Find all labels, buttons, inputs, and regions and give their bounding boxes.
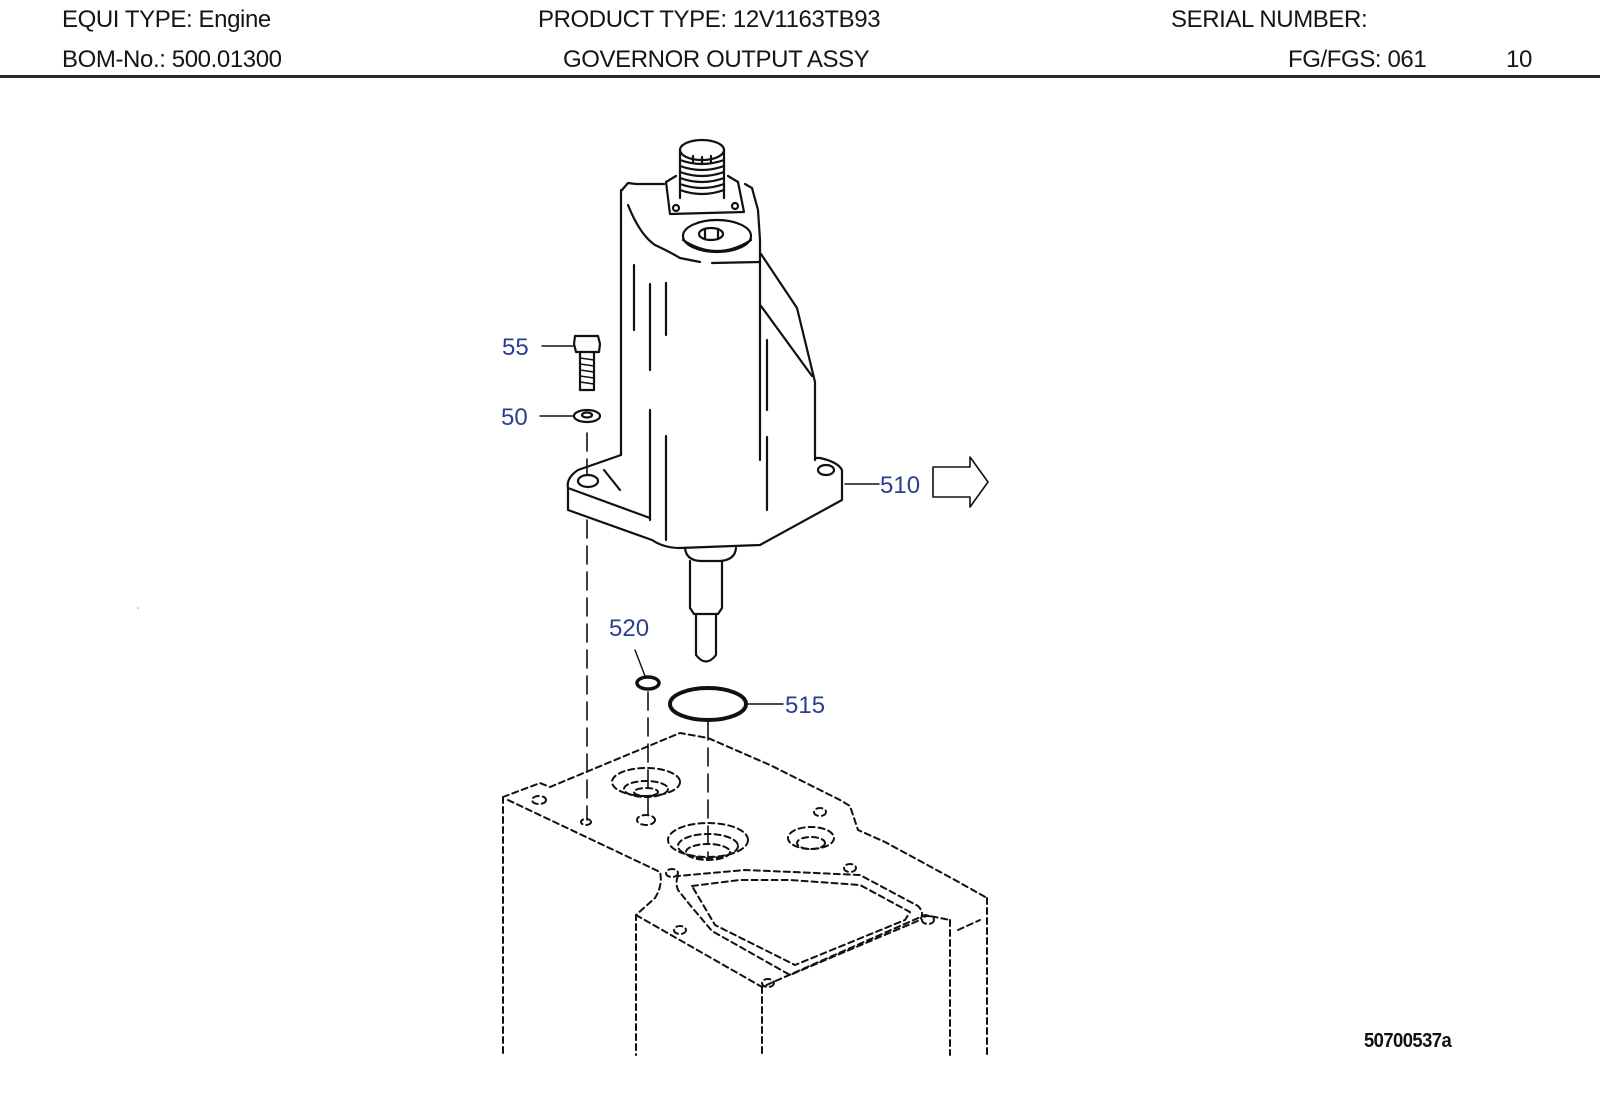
product-type-field: PRODUCT TYPE: 12V1163TB93 <box>538 6 881 34</box>
alignment-lines <box>586 432 709 859</box>
callout-520[interactable]: 520 <box>609 615 649 642</box>
washer <box>572 408 602 424</box>
fg-fgs-label: FG/FGS: <box>1288 46 1382 73</box>
callout-515[interactable]: 515 <box>785 692 825 719</box>
stray-dot <box>137 607 139 609</box>
product-type-value: 12V1163TB93 <box>732 6 881 33</box>
product-type-label: PRODUCT TYPE: <box>538 6 727 33</box>
serial-number-field: SERIAL NUMBER: <box>1171 6 1368 34</box>
leader-lines <box>539 345 880 705</box>
callout-510[interactable]: 510 <box>880 472 920 499</box>
callout-55[interactable]: 55 <box>502 334 529 361</box>
fg-fgs-value: 061 <box>1387 46 1427 73</box>
assembly-title: GOVERNOR OUTPUT ASSY <box>563 46 870 73</box>
mating-housing <box>502 732 988 1056</box>
governor-output-unit <box>566 138 844 663</box>
bom-number-field: BOM-No.: 500.01300 <box>62 46 282 74</box>
electrical-connector-icon <box>664 138 746 216</box>
fg-fgs-field: FG/FGS: 061 <box>1288 46 1427 74</box>
hex-bolt <box>572 334 602 392</box>
fg-fgs-sub-value: 10 <box>1506 46 1532 73</box>
equi-type-value: Engine <box>198 6 272 33</box>
large-o-ring <box>668 686 748 722</box>
bom-label: BOM-No.: <box>62 46 166 73</box>
equi-type-label: EQUI TYPE: <box>62 6 193 33</box>
callout-50[interactable]: 50 <box>501 404 528 431</box>
small-o-ring <box>635 675 661 691</box>
header-divider <box>0 75 1600 78</box>
serial-number-label: SERIAL NUMBER: <box>1171 6 1368 33</box>
bom-value: 500.01300 <box>171 46 282 73</box>
figure-id: 50700537a <box>1364 1030 1452 1052</box>
equi-type-field: EQUI TYPE: Engine <box>62 6 271 34</box>
reference-arrow-icon[interactable] <box>932 456 989 508</box>
